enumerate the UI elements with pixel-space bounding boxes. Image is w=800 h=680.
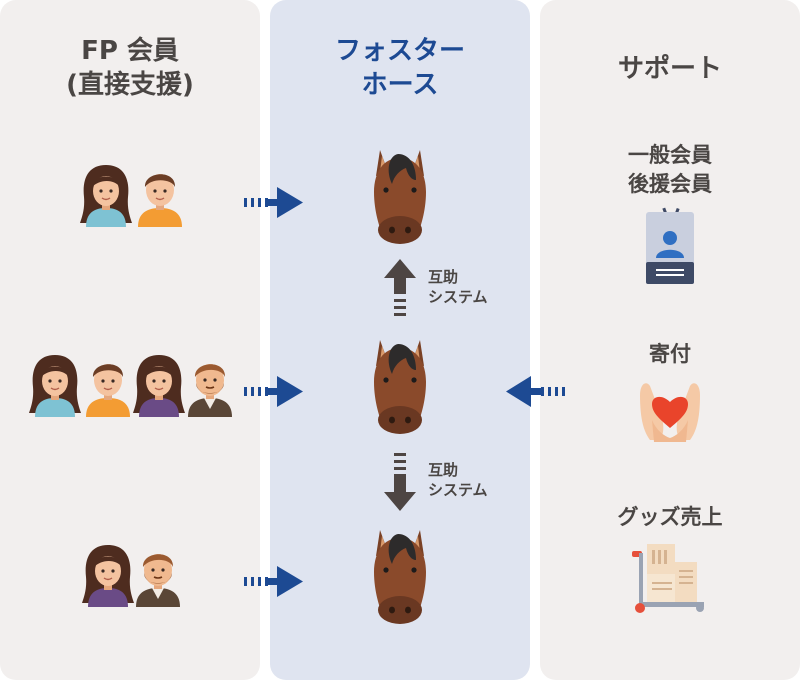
member-group-four [28, 354, 233, 417]
mutual-aid-label-lower: 互助 システム [428, 461, 488, 499]
woman-avatar-icon [81, 544, 135, 607]
goods-sales-label: グッズ売上 [617, 505, 723, 529]
woman-avatar-icon [79, 164, 133, 227]
mutual-aid-up-arrow-icon [384, 259, 416, 316]
support-arrow-icon [506, 376, 565, 407]
support-arrow-icon [244, 187, 303, 218]
foster-horse-title: フォスター ホース [334, 36, 465, 100]
woman-avatar-icon [28, 354, 82, 417]
heart-in-hands-icon [640, 383, 700, 442]
bearded-man-avatar-icon [187, 363, 233, 417]
horse-head-icon [374, 530, 426, 624]
horse-head-icon [374, 340, 426, 434]
donation-label: 寄付 [649, 342, 691, 366]
support-arrow-icon [244, 566, 303, 597]
support-arrow-icon [244, 376, 303, 407]
member-group-two [79, 164, 183, 227]
support-title: サポート [617, 54, 722, 84]
mutual-aid-label-upper: 互助 システム [428, 268, 488, 306]
goods-cart-icon [632, 544, 704, 613]
member-group-pair [81, 544, 181, 607]
bearded-man-avatar-icon [135, 553, 181, 607]
man-avatar-icon [85, 363, 131, 417]
member-id-card-icon [646, 207, 694, 284]
woman-avatar-icon [132, 354, 186, 417]
horse-head-icon [374, 150, 426, 244]
member-label: 一般会員 後援会員 [628, 143, 712, 196]
fp-member-title: FP 会員 (直接支援) [66, 36, 194, 100]
man-avatar-icon [137, 173, 183, 227]
mutual-aid-down-arrow-icon [384, 453, 416, 511]
